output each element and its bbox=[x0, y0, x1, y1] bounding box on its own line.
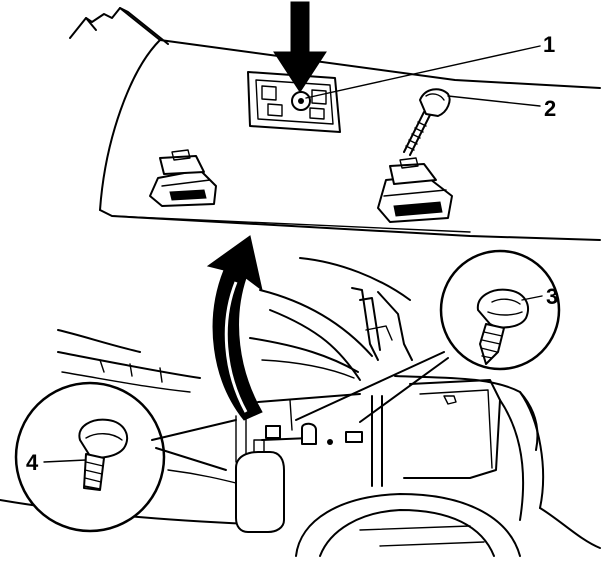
screw-icon bbox=[476, 288, 529, 365]
trim-panel bbox=[69, 7, 601, 241]
push-pin-retainer bbox=[403, 88, 451, 156]
leader-lines bbox=[43, 45, 543, 471]
trunk-body bbox=[0, 257, 601, 557]
callout-1: 1 bbox=[543, 32, 555, 57]
clip-icon bbox=[149, 149, 217, 207]
callout-2: 2 bbox=[544, 96, 556, 121]
clip-icon bbox=[377, 157, 453, 223]
down-arrow-icon bbox=[273, 1, 327, 93]
callout-4: 4 bbox=[26, 450, 39, 475]
bolt-icon bbox=[78, 418, 129, 491]
washer-bottle bbox=[235, 451, 285, 533]
panel-fastener-bracket bbox=[247, 71, 341, 133]
curved-arrow-icon bbox=[206, 235, 263, 421]
callout-3: 3 bbox=[546, 284, 558, 309]
